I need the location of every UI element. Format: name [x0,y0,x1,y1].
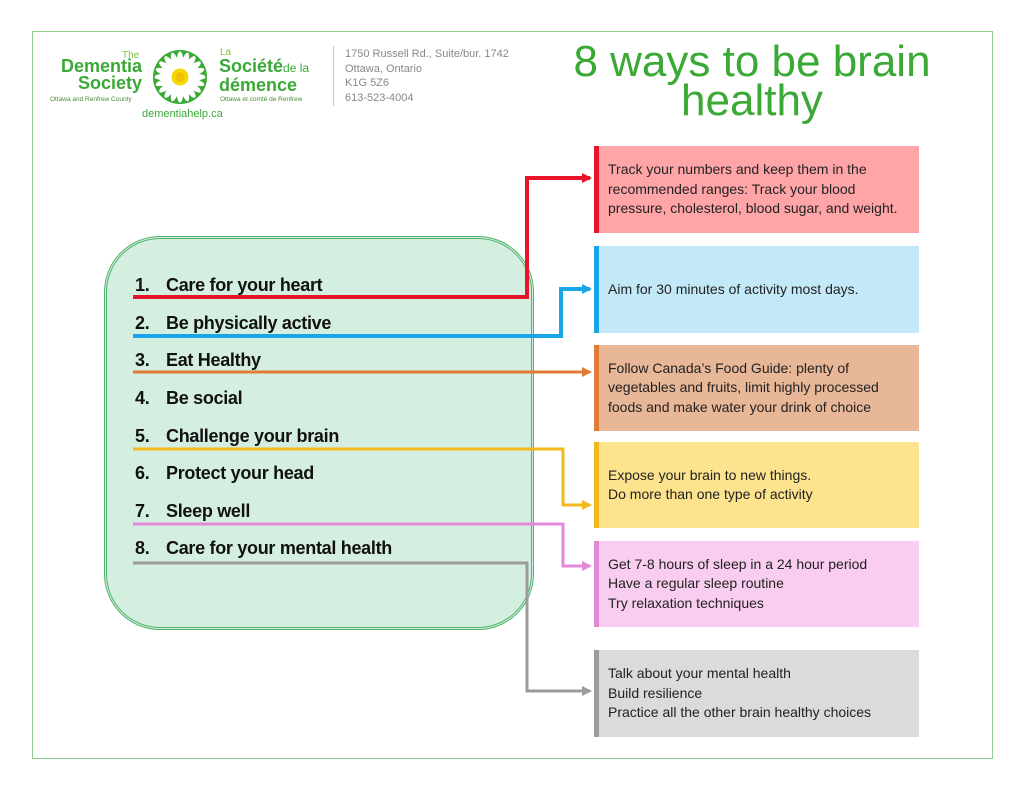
logo-fr-name-line1: Société [219,56,284,76]
way-number: 2. [135,313,150,333]
daisy-icon [153,50,207,104]
way-number: 7. [135,501,150,521]
way-label: Be social [166,388,243,408]
way-number: 6. [135,463,150,483]
logo-en-name-line2: Society [77,73,142,93]
way-label: Be physically active [166,313,332,333]
tip-text: Talk about your mental health Build resi… [608,665,872,721]
tip-box-healthy: Follow Canada’s Food Guide: plenty of ve… [594,345,919,431]
website-link[interactable]: dementiahelp.ca [142,108,223,120]
logo-en-name: Dementia Society [58,56,142,93]
logo-divider [333,46,334,106]
way-number: 3. [135,350,150,370]
phone-number: 613-523-4004 [345,91,414,104]
way-item-8: 8. Care for your mental health [135,538,392,559]
way-number: 8. [135,538,150,558]
tip-box-active: Aim for 30 minutes of activity most days… [594,246,919,333]
tip-text: Get 7-8 hours of sleep in a 24 hour peri… [608,555,868,611]
way-item-5: 5. Challenge your brain [135,426,339,447]
way-number: 1. [135,275,150,295]
way-label: Care for your mental health [166,538,392,558]
connector-sleep [133,522,592,571]
address-line: Ottawa, Ontario [345,62,423,75]
tip-text: Track your numbers and keep them in the … [608,161,898,217]
tip-text: Expose your brain to new things. Do more… [608,466,813,503]
way-number: 5. [135,426,150,446]
logo-en-the: The [122,50,140,61]
way-item-1: 1. Care for your heart [135,275,323,296]
address-line: K1G 5Z6 [345,77,390,89]
address-line: 1750 Russell Rd., Suite/bur. 1742 [345,48,509,60]
tip-box-mental: Talk about your mental health Build resi… [594,650,919,737]
way-label: Care for your heart [166,275,323,295]
address-block: 1750 Russell Rd., Suite/bur. 1742 Ottawa… [345,47,509,105]
logo-en-subtitle: Ottawa and Renfrew County [50,96,132,103]
logo-fr-la: La [220,47,232,58]
tip-box-heart: Track your numbers and keep them in the … [594,146,919,233]
way-label: Eat Healthy [166,350,261,370]
way-label: Sleep well [166,501,251,521]
way-item-7: 7. Sleep well [135,501,250,522]
way-number: 4. [135,388,150,408]
page-title: 8 ways to be brain healthy [573,37,931,125]
connector-active [133,284,592,338]
logo-fr-name-line2: démence [219,75,298,95]
connector-heart [133,173,592,299]
connector-mental [133,561,592,696]
tip-box-brain: Expose your brain to new things. Do more… [594,442,919,528]
way-label: Challenge your brain [166,426,340,446]
tip-text: Follow Canada’s Food Guide: plenty of ve… [608,359,879,415]
logo-en-name-line1: Dementia [60,56,142,76]
tip-box-sleep: Get 7-8 hours of sleep in a 24 hour peri… [594,541,919,627]
way-label: Protect your head [166,463,314,483]
way-item-2: 2. Be physically active [135,313,331,334]
tip-text: Aim for 30 minutes of activity most days… [608,280,859,297]
way-item-3: 3. Eat Healthy [135,350,261,371]
logo-fr-subtitle: Ottawa et comté de Renfrew [220,96,303,103]
connector-brain [133,447,592,510]
logo-fr-name: Sociétéde la démence [219,56,310,95]
page-frame [32,31,993,759]
way-item-4: 4. Be social [135,388,243,409]
logo-fr-dela: de la [283,61,310,75]
way-item-6: 6. Protect your head [135,463,314,484]
